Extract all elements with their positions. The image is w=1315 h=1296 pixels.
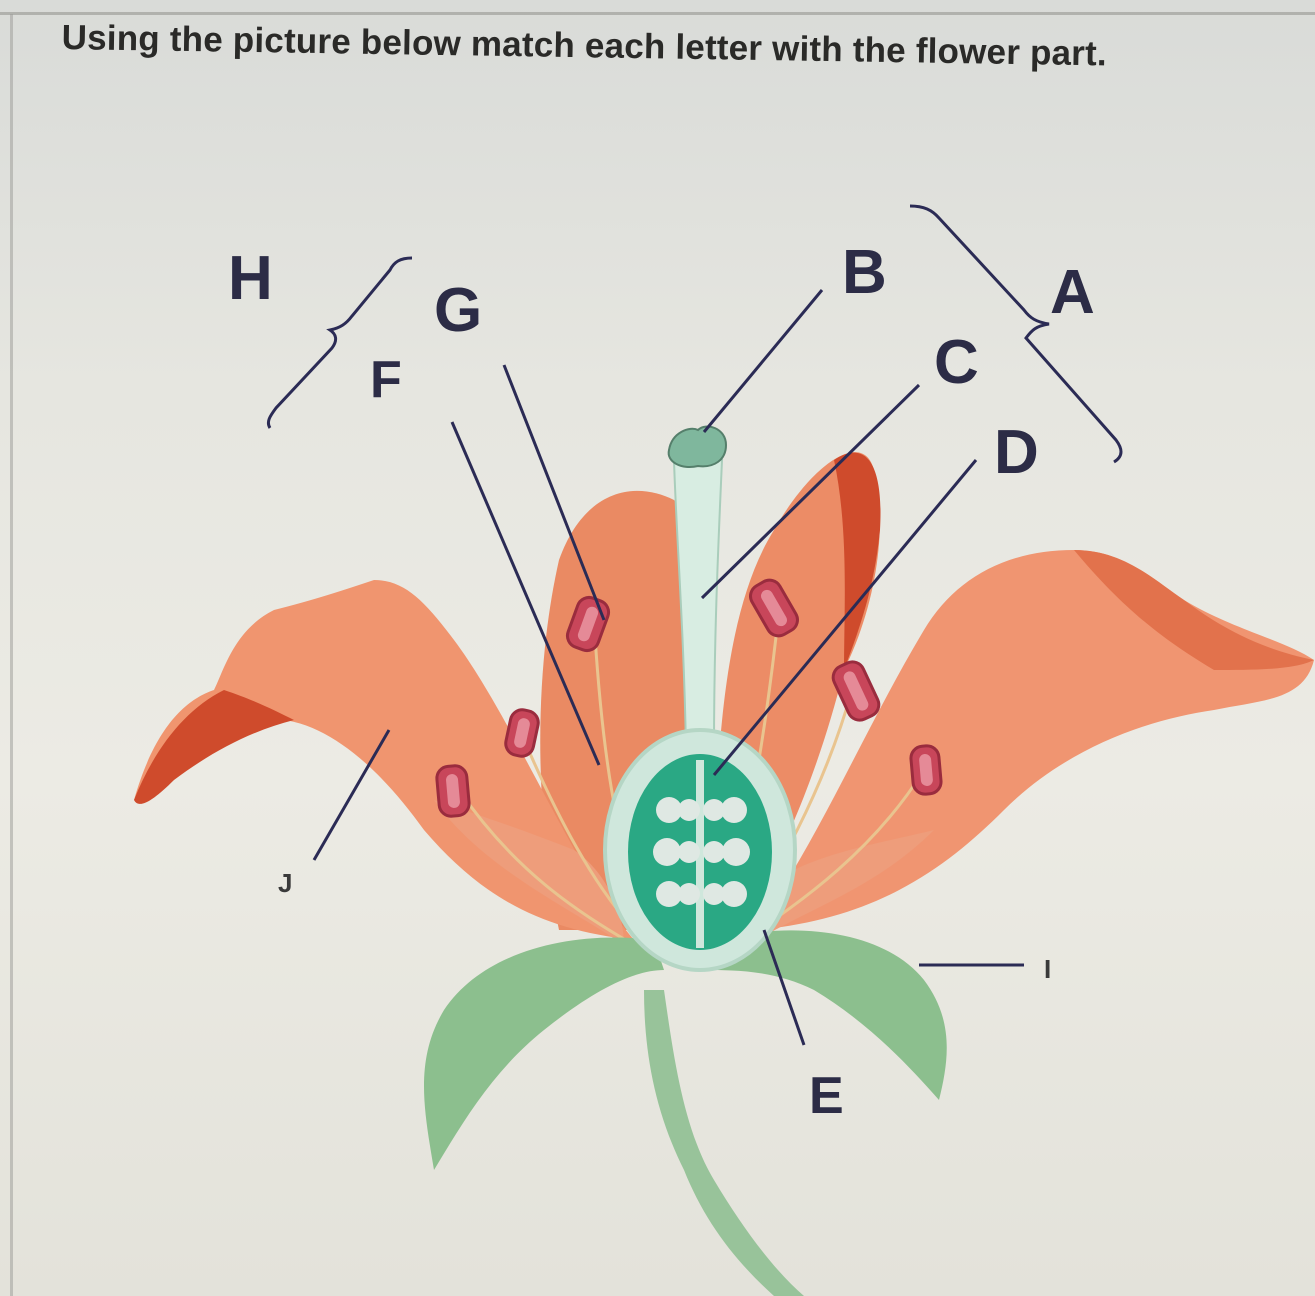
label-h: H (228, 244, 273, 313)
petal-left-tip (134, 690, 294, 804)
bracket-h (266, 256, 413, 429)
bracket-a (909, 204, 1123, 464)
petal-right-dark (1074, 550, 1314, 670)
label-f: F (370, 351, 402, 409)
ovules (653, 797, 750, 907)
label-c: C (934, 328, 979, 397)
sepal-left (424, 937, 664, 1170)
left-divider (10, 14, 13, 1296)
label-j: J (278, 868, 293, 898)
flower-illustration (134, 204, 1314, 1296)
label-g: G (434, 276, 483, 345)
label-b: B (842, 238, 887, 307)
stigma (667, 425, 728, 468)
sepal-right (704, 930, 947, 1100)
top-divider (0, 12, 1315, 15)
label-d: D (994, 418, 1039, 487)
stem (644, 990, 804, 1296)
anther-highlights (446, 589, 933, 808)
label-e: E (809, 1067, 844, 1125)
petal-right (754, 550, 1314, 930)
flower-diagram: H G F B A C D E I J (14, 110, 1315, 1296)
question-text: Using the picture below match each lette… (61, 18, 1108, 74)
label-i: I (1044, 954, 1052, 984)
leader-lines (312, 289, 1024, 1046)
label-a: A (1050, 258, 1095, 327)
anthers (435, 578, 943, 818)
front-petal-right (749, 830, 934, 945)
